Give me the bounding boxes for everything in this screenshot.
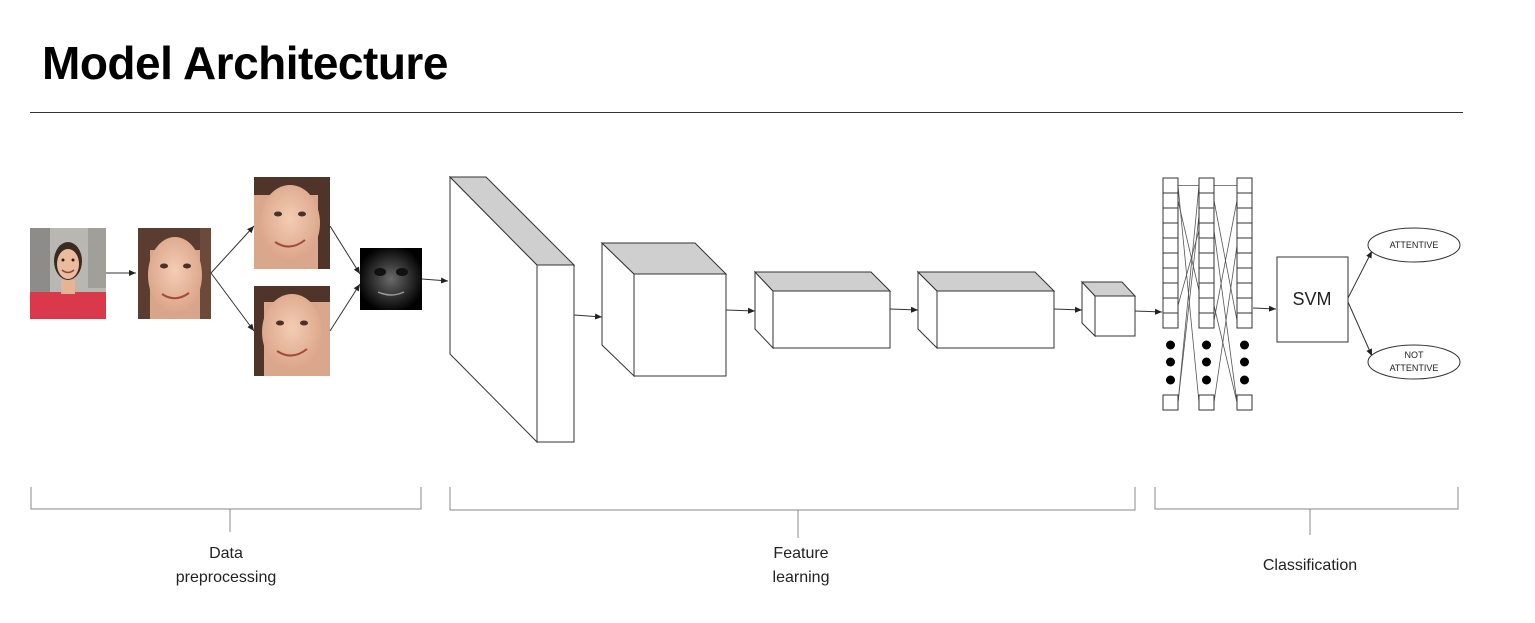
bracket-data-preprocessing [30, 487, 422, 532]
dense-connection [1213, 230, 1238, 403]
svm-box [1276, 256, 1349, 343]
output-not-attentive-label-line-1: NOT [1405, 350, 1425, 360]
neuron-cell [1198, 207, 1215, 224]
neuron-cell [1198, 297, 1215, 314]
ellipsis-dot [1202, 375, 1211, 385]
face-augmented-icon [254, 177, 330, 269]
neuron-cell [1162, 192, 1179, 209]
neuron-cell [1236, 312, 1253, 329]
output-attentive-label: ATTENTIVE [1390, 240, 1439, 250]
face-photo-icon [30, 228, 106, 319]
neuron-cell [1198, 267, 1215, 284]
output-attentive [1367, 227, 1461, 263]
dense-connection [1213, 200, 1238, 321]
bracket-feature-learning [449, 487, 1136, 538]
neuron-cell [1162, 267, 1179, 284]
conv-block-1 [448, 175, 576, 444]
section-label-feature-line-2: learning [773, 569, 830, 586]
face-feature-map-icon [360, 248, 422, 310]
conv-block-2 [600, 241, 728, 378]
conv-block-3 [753, 270, 892, 350]
neuron-cell [1236, 267, 1253, 284]
neuron-cell [1198, 394, 1215, 411]
ellipsis-dot [1166, 375, 1175, 385]
section-label-feature-line-1: Feature [773, 545, 828, 562]
neuron-cell [1198, 177, 1215, 194]
neuron-cell [1198, 282, 1215, 299]
section-label-classification: Classification [1263, 557, 1357, 574]
ellipsis-dot [1240, 340, 1249, 350]
dense-connection [1177, 200, 1200, 291]
neuron-cell [1236, 237, 1253, 254]
neuron-cell [1162, 222, 1179, 239]
ellipsis-dot [1202, 357, 1211, 367]
output-not-attentive [1367, 344, 1461, 380]
neuron-cell [1236, 394, 1253, 411]
section-label-data-line-1: Data [209, 545, 243, 562]
neuron-cell [1198, 222, 1215, 239]
neuron-cell [1162, 282, 1179, 299]
neuron-cell [1162, 297, 1179, 314]
dense-connection [1177, 230, 1200, 306]
svm-label: SVM [1292, 289, 1331, 309]
neuron-cell [1236, 177, 1253, 194]
dense-layers [1162, 177, 1253, 411]
ellipsis-dot [1240, 375, 1249, 385]
output-not-attentive-label-line-2: ATTENTIVE [1390, 363, 1439, 373]
neuron-cell [1162, 207, 1179, 224]
conv-block-5 [1080, 280, 1137, 338]
neuron-cell [1236, 192, 1253, 209]
bracket-classification [1154, 487, 1459, 535]
neuron-cell [1236, 252, 1253, 269]
face-augmented-icon [254, 286, 330, 376]
conv-block-4 [916, 270, 1056, 350]
neuron-cell [1198, 192, 1215, 209]
neuron-cell [1236, 222, 1253, 239]
neuron-cell [1198, 237, 1215, 254]
neuron-cell [1162, 394, 1179, 411]
neuron-cell [1236, 297, 1253, 314]
neuron-cell [1236, 282, 1253, 299]
page-title: Model Architecture [42, 37, 448, 89]
title-divider [30, 112, 1463, 113]
dense-connection [1177, 185, 1200, 403]
dense-connection [1213, 245, 1238, 403]
neuron-cell [1198, 252, 1215, 269]
ellipsis-dot [1166, 357, 1175, 367]
ellipsis-dot [1240, 357, 1249, 367]
neuron-cell [1162, 312, 1179, 329]
ellipsis-dot [1166, 340, 1175, 350]
neuron-cell [1162, 237, 1179, 254]
dense-connection [1177, 215, 1200, 403]
ellipsis-dot [1202, 340, 1211, 350]
dense-connection [1213, 305, 1238, 403]
neuron-cell [1198, 312, 1215, 329]
neuron-cell [1236, 207, 1253, 224]
section-label-data-line-2: preprocessing [176, 569, 277, 586]
neuron-cell [1162, 252, 1179, 269]
face-crop-icon [138, 228, 211, 319]
neuron-cell [1162, 177, 1179, 194]
